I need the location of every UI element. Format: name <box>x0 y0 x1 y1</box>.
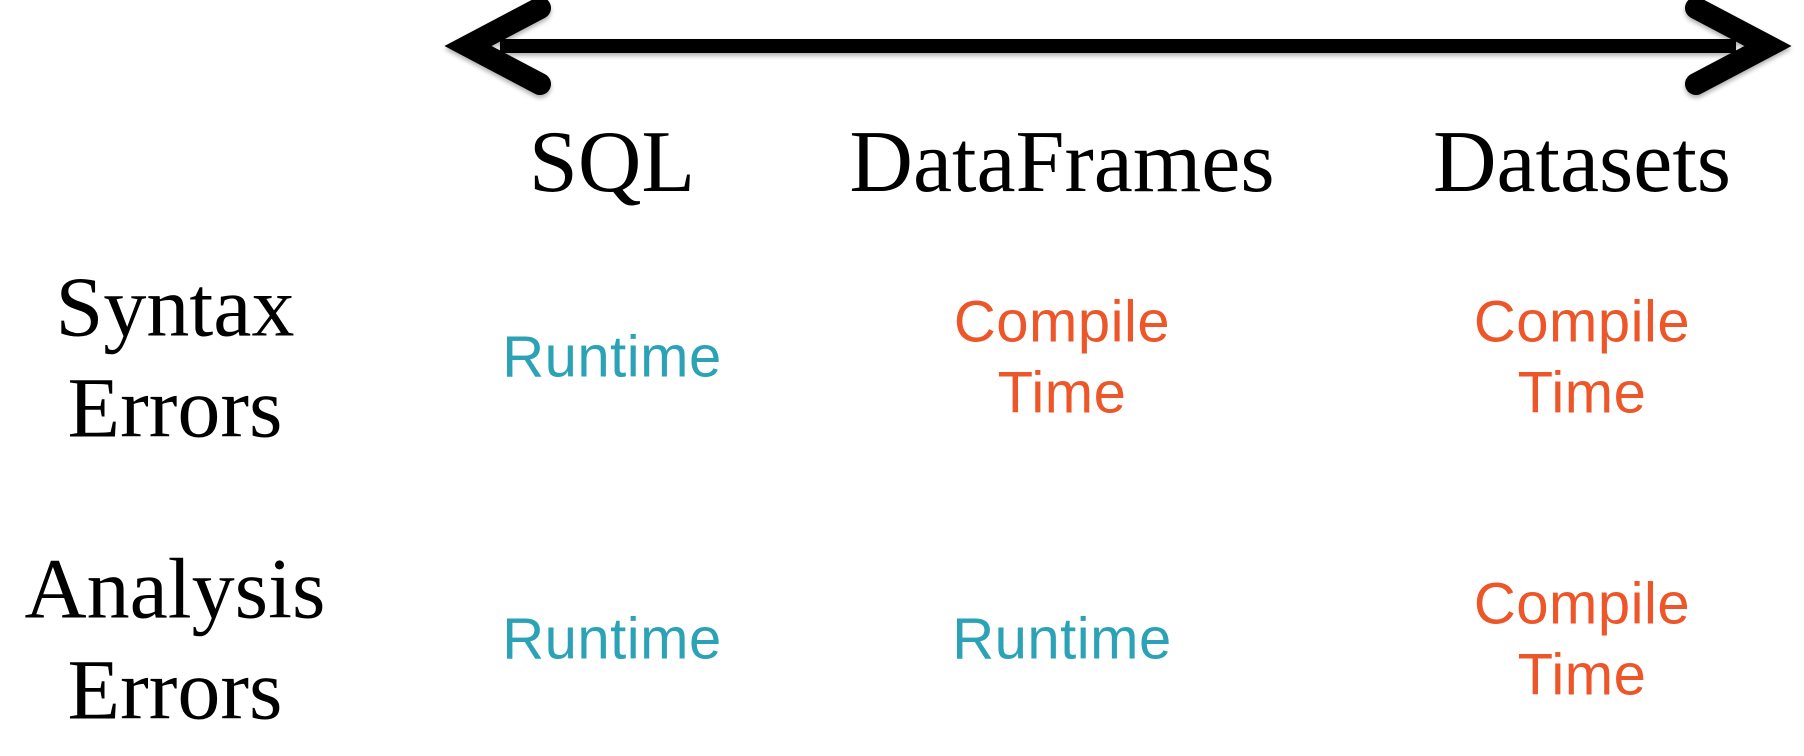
row-header-line: Errors <box>67 642 283 738</box>
cell-analysis-dataframes: Runtime <box>952 606 1172 672</box>
row-header-line: Syntax <box>55 258 295 355</box>
row-header-syntax-errors: Syntax Errors <box>56 257 295 460</box>
row-header-line: Analysis <box>24 540 326 637</box>
arrow-left-head <box>444 0 551 95</box>
cell-analysis-datasets: Compile Time <box>1473 571 1691 707</box>
cell-syntax-dataframes: Compile Time <box>953 289 1171 425</box>
column-header-datasets: Datasets <box>1432 114 1732 211</box>
double-arrow-icon <box>444 0 1792 95</box>
arrow-right-head <box>1685 0 1792 95</box>
cell-syntax-sql: Runtime <box>502 324 722 390</box>
column-header-dataframes: DataFrames <box>849 114 1275 211</box>
cell-syntax-datasets: Compile Time <box>1473 289 1691 425</box>
cell-analysis-sql: Runtime <box>502 606 722 672</box>
column-header-sql: SQL <box>528 114 696 211</box>
row-header-analysis-errors: Analysis Errors <box>25 539 326 742</box>
row-header-line: Errors <box>67 360 283 456</box>
